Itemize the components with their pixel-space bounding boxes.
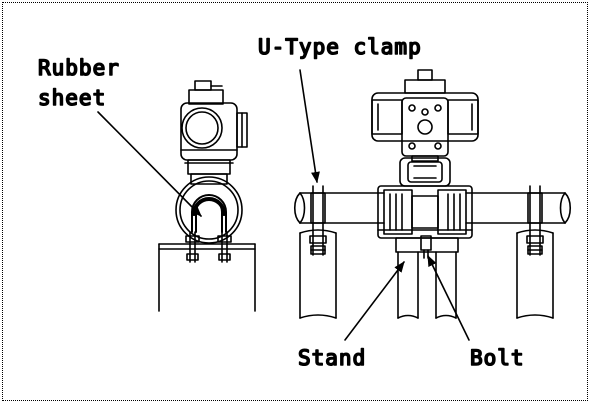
front-view-neck — [399, 157, 451, 187]
front-view-left-stand — [299, 229, 337, 319]
side-view-stand — [158, 243, 256, 312]
label-bolt: Bolt — [470, 346, 525, 370]
side-view — [158, 80, 256, 312]
front-view-right-clamp — [526, 185, 544, 256]
label-rubber: Rubber — [38, 56, 120, 80]
label-u-type-clamp: U-Type clamp — [258, 35, 422, 59]
side-view-rubber-sheet — [191, 194, 227, 233]
front-view — [293, 69, 572, 319]
side-view-converter — [180, 80, 248, 161]
stand-leader — [344, 261, 405, 341]
front-view-converter — [371, 69, 479, 162]
side-view-pipe — [175, 176, 243, 244]
label-stand: Stand — [298, 346, 366, 370]
front-view-pipe — [293, 192, 572, 224]
leader-lines — [97, 69, 470, 341]
front-view-center-stand — [395, 235, 459, 319]
u-clamp-leader — [299, 69, 320, 184]
bolt-leader — [427, 254, 470, 341]
front-view-left-clamp — [309, 185, 327, 256]
side-view-u-clamp — [185, 231, 232, 263]
rubber-sheet-leader — [97, 111, 202, 217]
front-view-right-stand — [516, 229, 554, 319]
label-sheet: sheet — [38, 86, 106, 110]
front-view-meter-body — [377, 185, 473, 239]
